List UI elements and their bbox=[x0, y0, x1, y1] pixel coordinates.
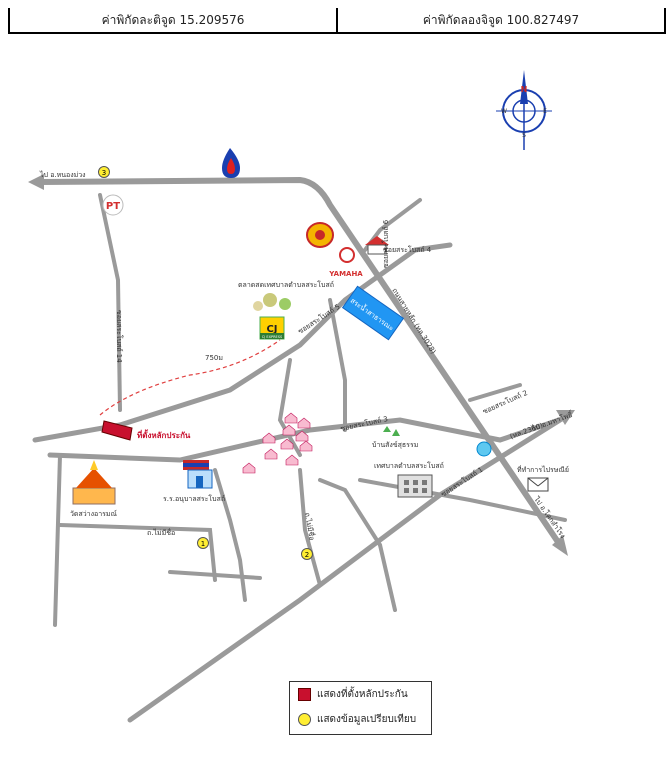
temple-emblem-icon bbox=[306, 222, 334, 248]
yamaha-icon: YAMAHA bbox=[328, 247, 363, 278]
svg-text:E: E bbox=[543, 108, 547, 115]
svg-text:W: W bbox=[501, 108, 507, 115]
road-mid-north bbox=[277, 358, 302, 457]
svg-text:3: 3 bbox=[102, 169, 106, 177]
comparison-marker-1: 1 bbox=[197, 537, 209, 549]
soi-6-label: ซอยสระโบสถ์ 6 bbox=[381, 219, 390, 268]
to-nong-muang-label: ไป อ.หนองม่วง bbox=[39, 170, 86, 179]
road-soi-1 bbox=[358, 478, 567, 522]
svg-text:1: 1 bbox=[201, 540, 205, 548]
soi-1-label: ซอยสระโบสถ์ 1 bbox=[439, 465, 484, 499]
ptt-station-icon bbox=[222, 148, 240, 178]
post-office-label: ที่ทำการไปรษณีย์ bbox=[517, 465, 569, 474]
road-east-soi bbox=[468, 383, 522, 402]
collateral-marker bbox=[101, 420, 133, 441]
road-west-loop bbox=[53, 453, 62, 627]
longitude-label: ค่าพิกัดลองจิจูด 100.827497 bbox=[336, 8, 664, 32]
municipality-icon bbox=[397, 474, 433, 498]
school-icon bbox=[183, 460, 213, 489]
arrow-northeast bbox=[556, 410, 575, 425]
location-map: สระน้ำสาธารณะ 750ม ที่ตั้งหลักประกัน PT … bbox=[28, 70, 575, 723]
village-icon bbox=[383, 426, 400, 436]
comparison-marker-3: 3 bbox=[98, 166, 110, 178]
compass-rose-icon: N S E W bbox=[496, 70, 552, 150]
road-east-3 bbox=[318, 478, 382, 547]
svg-text:2: 2 bbox=[305, 551, 309, 559]
road-school bbox=[213, 468, 247, 602]
wat-label: วัดสว่างอารมณ์ bbox=[70, 510, 118, 518]
school-label: ร.ร.อนุบาลสระโบสถ์ bbox=[163, 494, 225, 503]
comparison-marker-2: 2 bbox=[301, 548, 313, 560]
municipality-label: เทศบาลตำบลสระโบสถ์ bbox=[374, 461, 444, 470]
road-maisri-label: ถ.ไม่มีชื่อ bbox=[147, 528, 175, 537]
cj-express-icon: CJ CJ EXPRESS bbox=[259, 316, 285, 340]
svg-text:PT: PT bbox=[106, 201, 120, 212]
temple-icon bbox=[72, 460, 116, 505]
coordinates-header: ค่าพิกัดละติจูด 15.209576 ค่าพิกัดลองจิจ… bbox=[8, 8, 666, 34]
comparison-swatch bbox=[298, 713, 311, 726]
svg-text:S: S bbox=[522, 132, 526, 139]
soi-14-label: ซอยสระโบสถ์ 14 bbox=[115, 310, 124, 363]
svg-text:YAMAHA: YAMAHA bbox=[328, 270, 363, 278]
soi-2-label: ซอยสระโบสถ์ 2 bbox=[481, 388, 529, 416]
road-maisri-1 bbox=[58, 523, 217, 582]
post-office-icon bbox=[527, 477, 549, 492]
road-east-2 bbox=[378, 543, 397, 612]
road-soi-5 bbox=[328, 298, 347, 432]
legend-collateral: แสดงที่ตั้งหลักประกัน bbox=[290, 682, 431, 707]
route-to-collateral bbox=[99, 339, 281, 416]
svg-text:CJ: CJ bbox=[266, 324, 277, 335]
arrow-west bbox=[28, 174, 44, 190]
map-legend: แสดงที่ตั้งหลักประกัน แสดงข้อมูลเปรียบเท… bbox=[289, 681, 432, 735]
arrow-southeast bbox=[552, 535, 568, 556]
legend-comparison: แสดงข้อมูลเปรียบเทียบ bbox=[290, 707, 431, 732]
distance-label: 750ม bbox=[205, 354, 223, 362]
svg-text:N: N bbox=[521, 85, 528, 94]
pt-station-icon: PT bbox=[102, 194, 124, 216]
houses-cluster bbox=[242, 412, 313, 474]
road-soi-14 bbox=[98, 193, 122, 412]
to-maha-phot-label: ไป อ.มหาโพธิ์ bbox=[529, 408, 575, 433]
water-authority-icon bbox=[476, 441, 492, 457]
road-main-west bbox=[32, 242, 453, 443]
legend-comparison-label: แสดงข้อมูลเปรียบเทียบ bbox=[317, 714, 417, 725]
legend-collateral-label: แสดงที่ตั้งหลักประกัน bbox=[317, 689, 408, 700]
road-soi-3 bbox=[47, 415, 568, 463]
soi-4-label: ซอยสระโบสถ์ 4 bbox=[383, 245, 432, 254]
shrine-icon bbox=[365, 236, 389, 255]
road-stub-1 bbox=[168, 570, 262, 580]
collateral-swatch bbox=[298, 688, 311, 701]
market-icon bbox=[253, 293, 291, 311]
road-maisri-2 bbox=[298, 468, 322, 587]
latitude-label: ค่าพิกัดละติจูด 15.209576 bbox=[101, 12, 245, 27]
road-diagonal-south bbox=[127, 417, 563, 723]
svg-text:CJ EXPRESS: CJ EXPRESS bbox=[262, 335, 283, 339]
market-label: ตลาดสดเทศบาลตำบลสระโบสถ์ bbox=[238, 280, 334, 289]
collateral-label: ที่ตั้งหลักประกัน bbox=[137, 429, 191, 440]
village-label: บ้านสังข์สุธรรม bbox=[372, 441, 418, 449]
road-highway-north bbox=[37, 176, 563, 548]
